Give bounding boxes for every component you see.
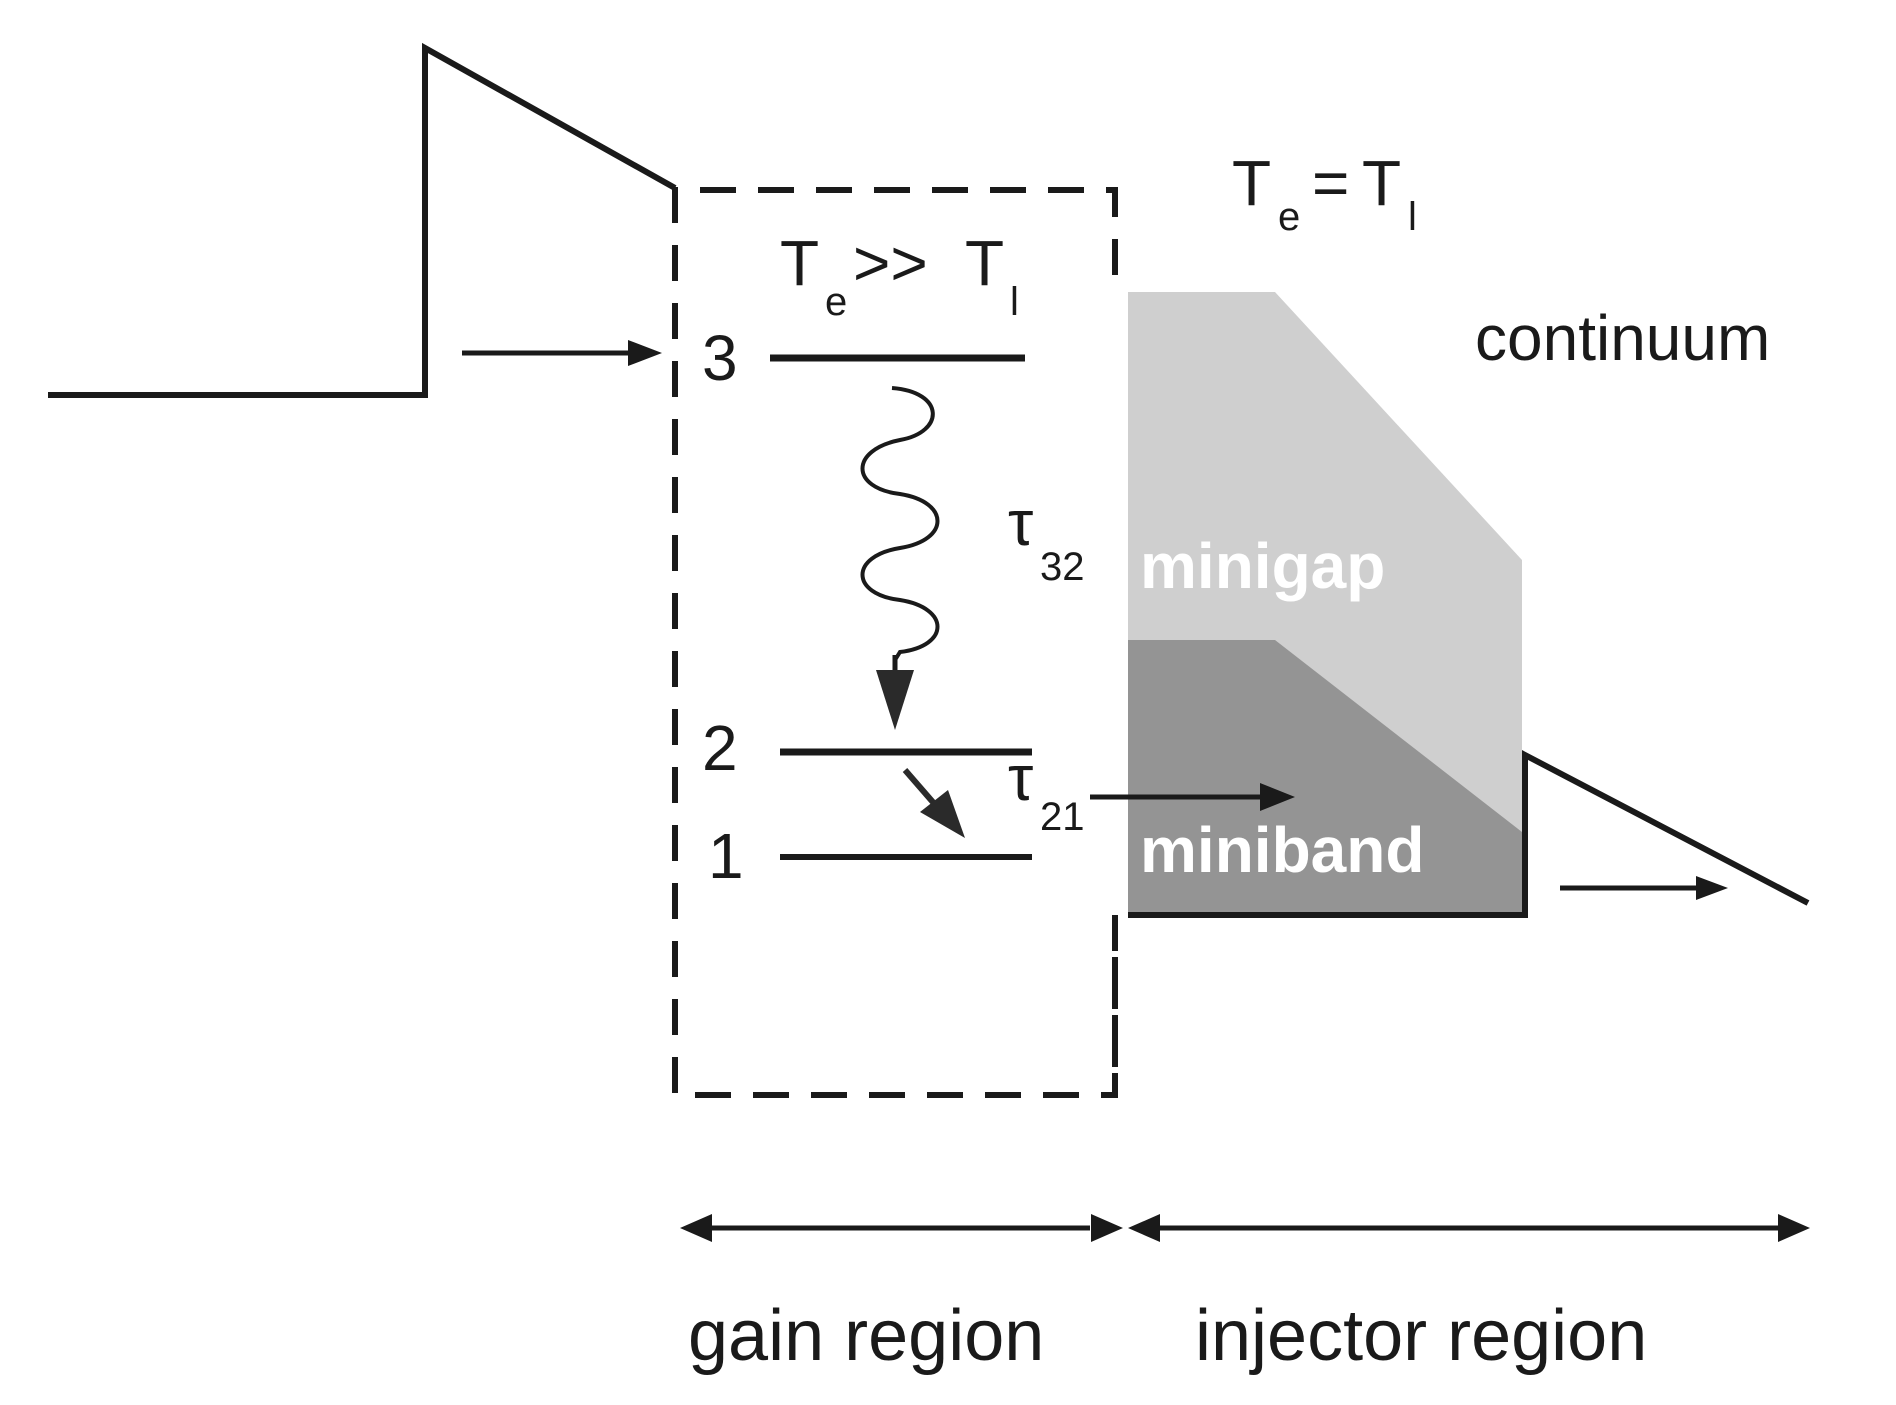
relaxation-arrow-shaft: [902, 768, 941, 810]
gain-region-span-left-head: [680, 1214, 712, 1242]
svg-text:T: T: [1362, 147, 1401, 219]
svg-text:T: T: [780, 227, 819, 299]
extraction-arrow-head: [1696, 876, 1728, 900]
injector-region-label: injector region: [1195, 1296, 1647, 1376]
level-2-label: 2: [702, 712, 738, 784]
tau32-symbol: τ: [1008, 487, 1033, 559]
miniband-band: [1128, 640, 1522, 915]
svg-text:l: l: [1408, 195, 1417, 239]
photon-emission-wave: [860, 386, 940, 662]
svg-text:T: T: [1232, 147, 1271, 219]
gain-region-box: [672, 187, 1118, 1098]
svg-text:e: e: [825, 280, 847, 324]
injector-region-span-left-head: [1128, 1214, 1160, 1242]
gain-region-label: gain region: [688, 1296, 1044, 1376]
svg-text:T: T: [965, 227, 1004, 299]
miniband-label: miniband: [1140, 814, 1424, 886]
tau32-subscript: 32: [1040, 545, 1085, 589]
left-band-edge: [48, 42, 677, 398]
level-3-label: 3: [702, 322, 738, 394]
photon-emission-arrowhead: [876, 670, 914, 730]
continuum-label: continuum: [1475, 302, 1770, 374]
tau21-subscript: 21: [1040, 795, 1085, 839]
relaxation-arrow-head: [920, 790, 965, 838]
svg-text:>>: >>: [853, 227, 928, 299]
level-1-label: 1: [708, 820, 744, 892]
svg-text:l: l: [1010, 280, 1019, 324]
tau21-symbol: τ: [1008, 742, 1033, 814]
svg-text:=: =: [1312, 147, 1349, 219]
gain-region-span-right-head: [1091, 1214, 1123, 1242]
right-band-edge: [1128, 750, 1810, 918]
injection-arrow-head: [628, 340, 662, 366]
equilibrium-temperature-label: T e = T l: [1232, 147, 1417, 239]
minigap-label: minigap: [1140, 530, 1385, 602]
injector-region-span-right-head: [1778, 1214, 1810, 1242]
tunneling-arrow-head: [1260, 783, 1295, 811]
svg-text:e: e: [1278, 195, 1300, 239]
hot-electron-temperature-label: T e >> T l: [780, 227, 1019, 324]
